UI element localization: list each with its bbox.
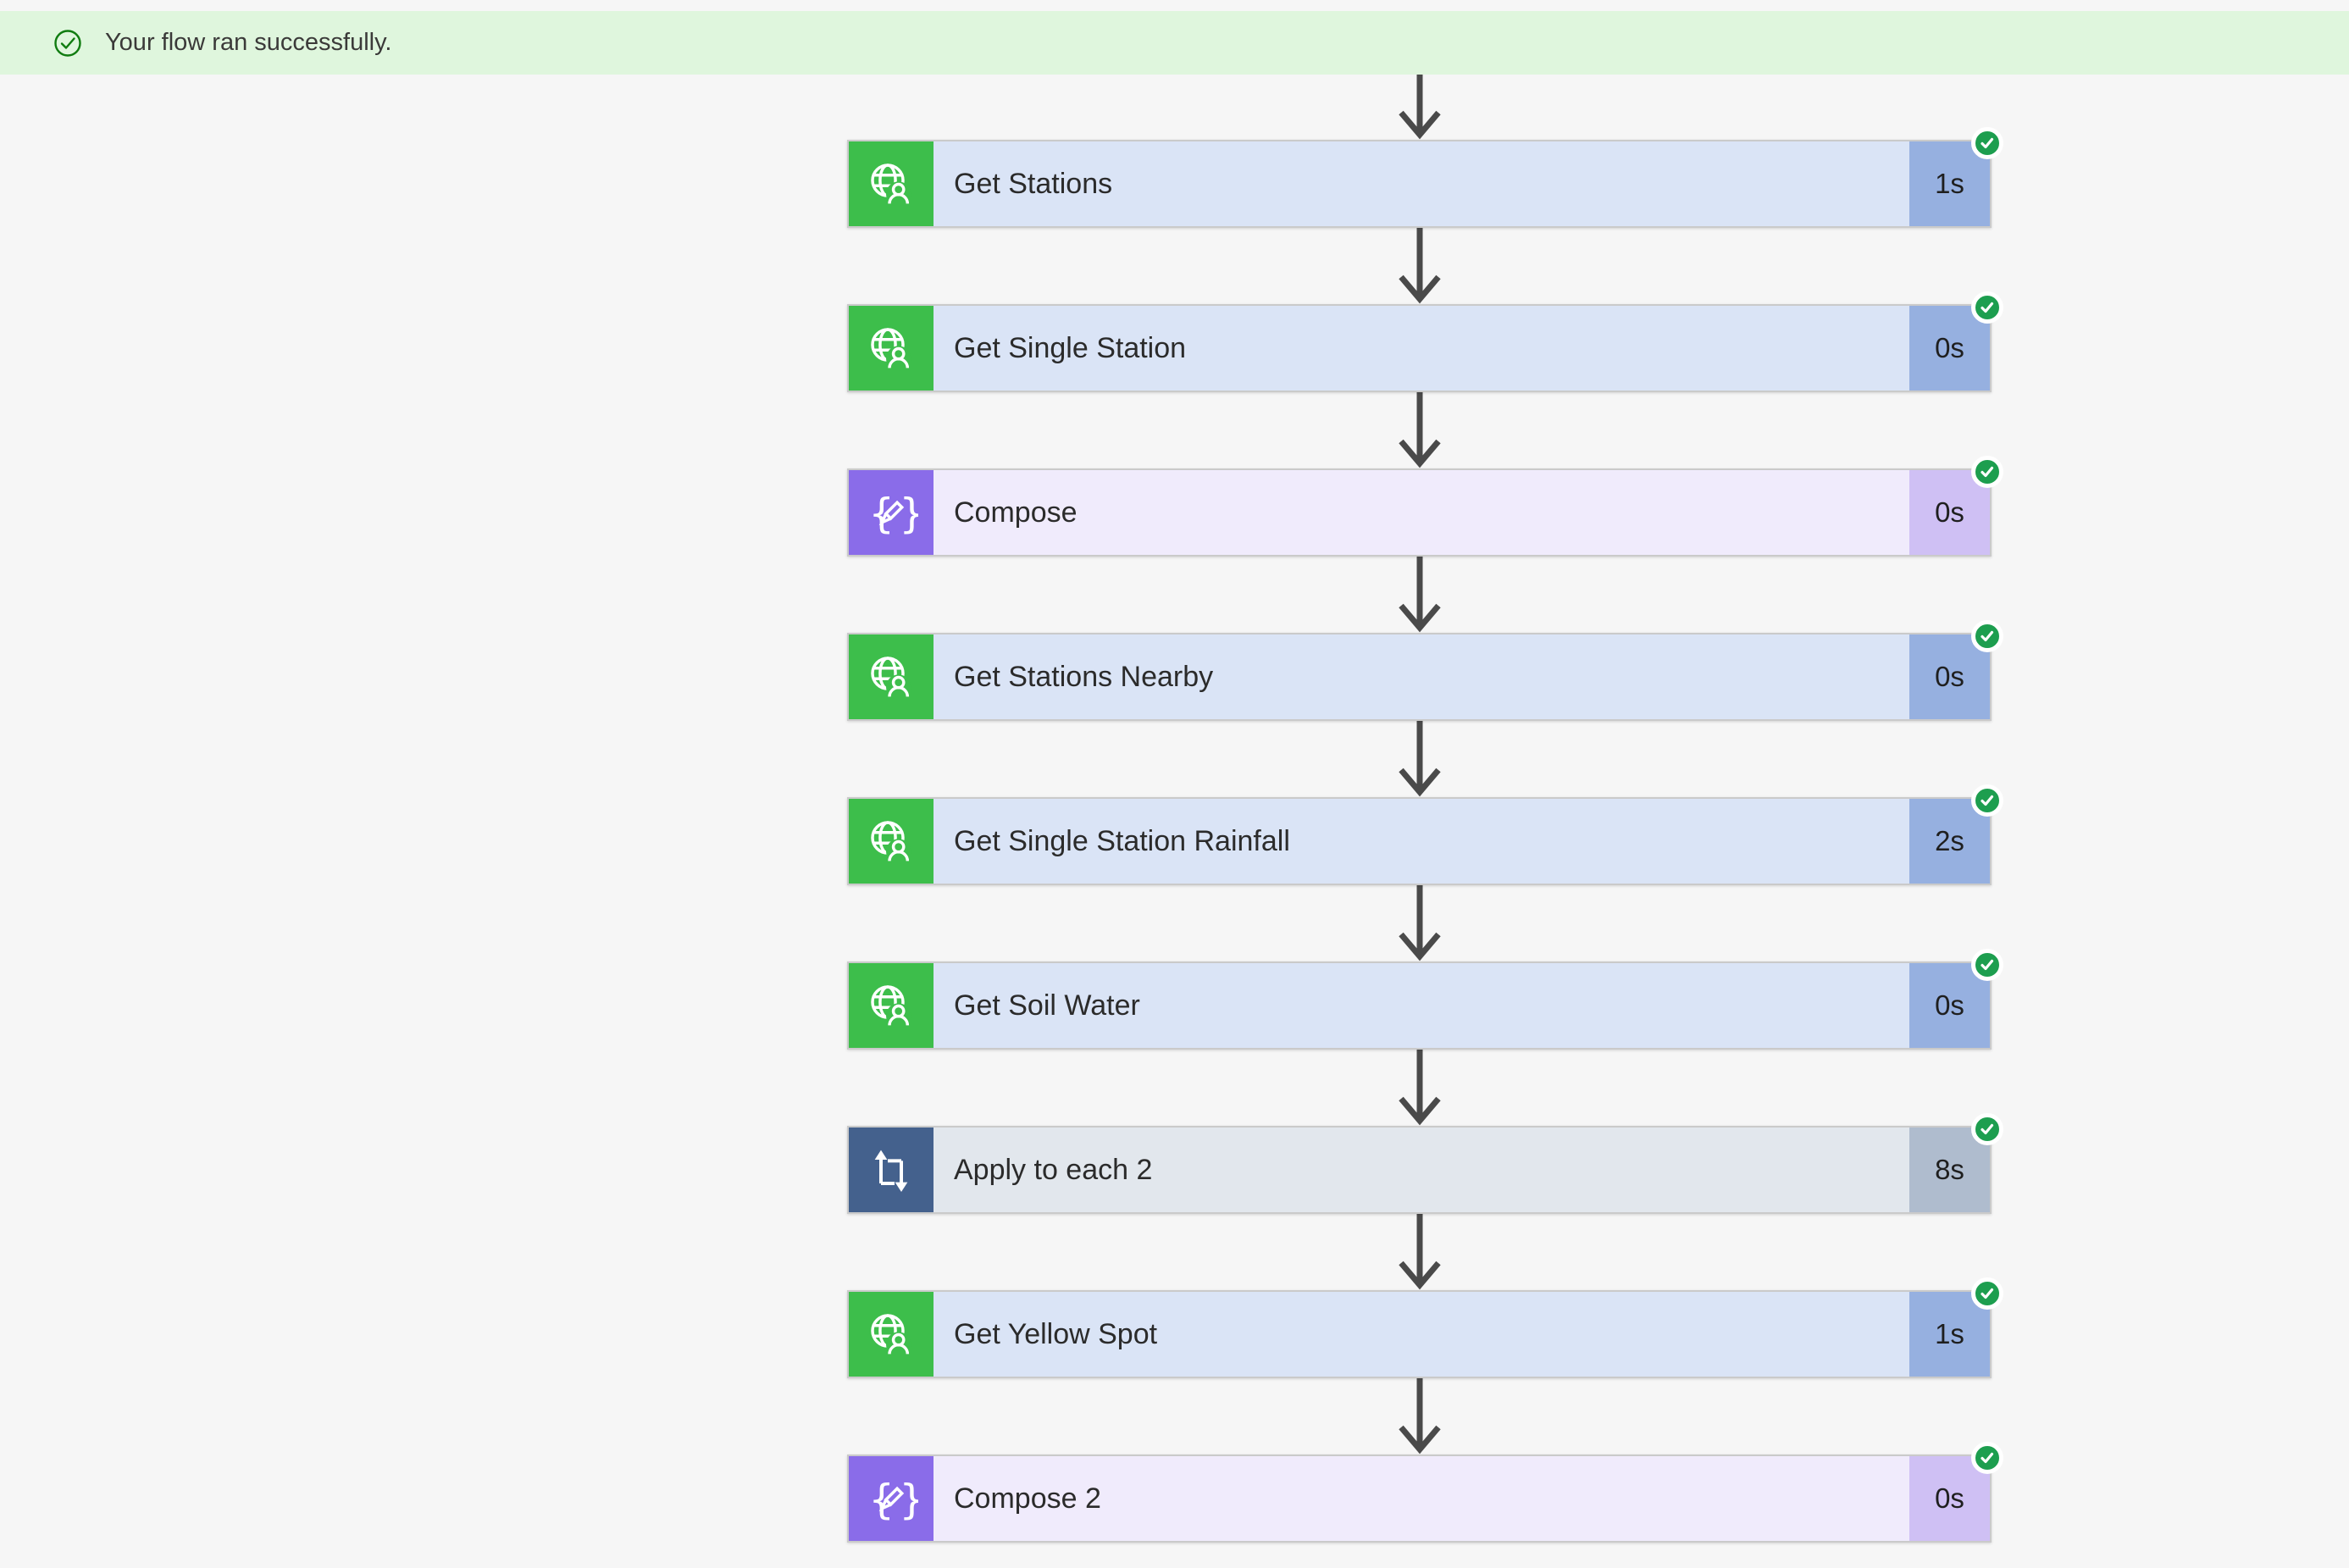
flow-step: Get Yellow Spot 1s — [847, 1277, 2003, 1454]
step-label: Get Stations — [954, 167, 1113, 200]
flow-step: { } Compose 2 0s — [847, 1442, 2003, 1543]
check-icon — [1981, 1123, 1994, 1135]
flow-step: Get Soil Water 0s — [847, 949, 2003, 1126]
status-success-badge — [1971, 291, 2003, 324]
globe-user-icon — [849, 799, 934, 884]
flow-step-card[interactable]: Get Stations Nearby 0s — [847, 620, 2003, 721]
svg-text:{: { — [868, 490, 895, 537]
flow-steps: Get Stations 1s — [847, 127, 2003, 1543]
svg-text:}: } — [899, 490, 918, 537]
step-label: Get Soil Water — [954, 989, 1140, 1022]
step-label: Get Single Station Rainfall — [954, 824, 1290, 857]
check-icon — [1981, 795, 1994, 806]
check-icon — [1981, 466, 1994, 478]
flow-connector-arrow — [847, 1214, 1992, 1290]
check-icon — [1981, 959, 1994, 971]
flow-step: Get Stations 1s — [847, 127, 2003, 304]
success-banner: Your flow ran successfully. — [0, 11, 2349, 75]
flow-step-card[interactable]: Get Stations 1s — [847, 127, 2003, 228]
status-success-badge — [1971, 784, 2003, 817]
step-label: Get Single Station — [954, 331, 1187, 364]
flow-step: Get Stations Nearby 0s — [847, 620, 2003, 797]
flow-step-card[interactable]: Get Single Station 0s — [847, 291, 2003, 392]
flow-connector-arrow — [847, 1050, 1992, 1126]
step-label: Get Yellow Spot — [954, 1317, 1158, 1350]
flow-connector-arrow — [847, 885, 1992, 961]
flow-step-card[interactable]: Get Single Station Rainfall 2s — [847, 784, 2003, 885]
status-success-badge — [1971, 456, 2003, 488]
braces-pencil-icon: { } — [849, 1456, 934, 1541]
flow-step: Get Single Station Rainfall 2s — [847, 784, 2003, 961]
braces-pencil-icon: { } — [849, 470, 934, 555]
step-label: Get Stations Nearby — [954, 660, 1214, 693]
flow-connector-arrow — [847, 228, 1992, 304]
check-icon — [1981, 1452, 1994, 1464]
flow-connector-arrow — [847, 557, 1992, 633]
flow-step: Apply to each 2 8s — [847, 1113, 2003, 1290]
globe-user-icon — [849, 963, 934, 1048]
flow-step-card[interactable]: { } Compose 2 0s — [847, 1442, 2003, 1543]
step-label: Compose 2 — [954, 1482, 1101, 1515]
globe-user-icon — [849, 634, 934, 719]
flow-step-card[interactable]: Get Yellow Spot 1s — [847, 1277, 2003, 1378]
flow-connector-arrow — [847, 1378, 1992, 1454]
step-label: Apply to each 2 — [954, 1153, 1153, 1186]
success-check-icon — [54, 29, 81, 57]
globe-user-icon — [849, 141, 934, 226]
check-icon — [1981, 1288, 1994, 1299]
status-success-badge — [1971, 1113, 2003, 1145]
globe-user-icon — [849, 306, 934, 391]
svg-text:}: } — [899, 1476, 918, 1523]
flow-step-card[interactable]: Get Soil Water 0s — [847, 949, 2003, 1050]
svg-text:{: { — [868, 1476, 895, 1523]
flow-connector-arrow — [847, 721, 1992, 797]
flow-step: Get Single Station 0s — [847, 291, 2003, 468]
flow-step: { } Compose 0s — [847, 456, 2003, 633]
status-success-badge — [1971, 1442, 2003, 1474]
flow-connector-arrow — [847, 75, 1992, 140]
flow-step-card[interactable]: { } Compose 0s — [847, 456, 2003, 557]
status-success-badge — [1971, 620, 2003, 652]
check-icon — [1981, 137, 1994, 149]
loop-icon — [849, 1128, 934, 1212]
check-icon — [1981, 302, 1994, 313]
flow-canvas: Get Stations 1s — [847, 75, 2003, 1543]
flow-step-card[interactable]: Apply to each 2 8s — [847, 1113, 2003, 1214]
step-duration: 0s — [1909, 963, 1990, 1048]
status-success-badge — [1971, 127, 2003, 159]
status-success-badge — [1971, 949, 2003, 981]
flow-connector-arrow — [847, 392, 1992, 468]
check-icon — [1981, 630, 1994, 642]
step-label: Compose — [954, 496, 1078, 529]
status-success-badge — [1971, 1277, 2003, 1310]
success-message: Your flow ran successfully. — [105, 29, 392, 56]
globe-user-icon — [849, 1292, 934, 1377]
